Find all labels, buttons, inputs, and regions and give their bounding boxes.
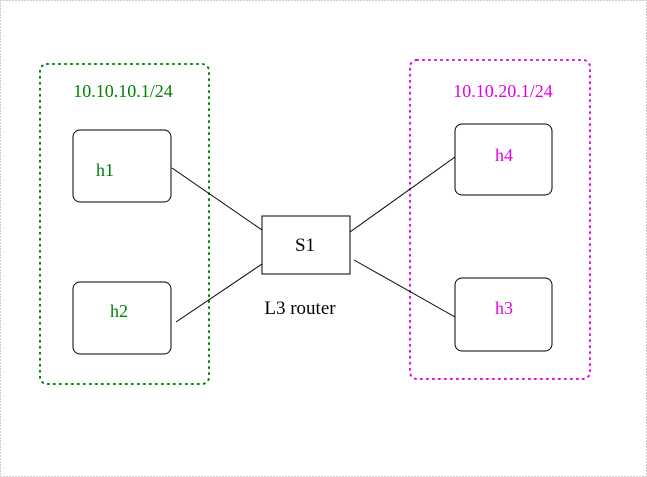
- host-h3-label: h3: [495, 298, 513, 318]
- host-h1: h1: [72, 129, 172, 203]
- right-subnet-group: 10.10.20.1/24 h4 h3: [409, 59, 591, 380]
- left-subnet-group: 10.10.10.1/24 h1 h2: [39, 63, 210, 385]
- host-h2-box: [72, 281, 172, 355]
- host-h3-box: [454, 277, 553, 352]
- host-h3: h3: [454, 277, 553, 352]
- host-h4-box: [454, 123, 553, 196]
- link-h1-s1: [171, 167, 263, 231]
- left-subnet-boundary: [39, 63, 210, 385]
- link-s1-h4: [349, 156, 456, 233]
- host-h1-box: [72, 129, 172, 203]
- switch-s1: S1 L3 router: [261, 215, 351, 319]
- host-h1-label: h1: [96, 160, 114, 180]
- link-s1-h3: [353, 259, 456, 318]
- switch-s1-caption: L3 router: [264, 298, 336, 319]
- host-h2-label: h2: [110, 301, 128, 321]
- host-h2: h2: [72, 281, 172, 355]
- link-h2-s1: [175, 263, 263, 323]
- switch-s1-label: S1: [295, 235, 315, 256]
- right-subnet-label: 10.10.20.1/24: [453, 81, 553, 101]
- host-h4: h4: [454, 123, 553, 196]
- host-h4-label: h4: [495, 145, 513, 165]
- left-subnet-label: 10.10.10.1/24: [73, 81, 173, 101]
- right-subnet-boundary: [409, 59, 591, 380]
- links: [171, 156, 456, 323]
- switch-s1-box: [261, 215, 351, 275]
